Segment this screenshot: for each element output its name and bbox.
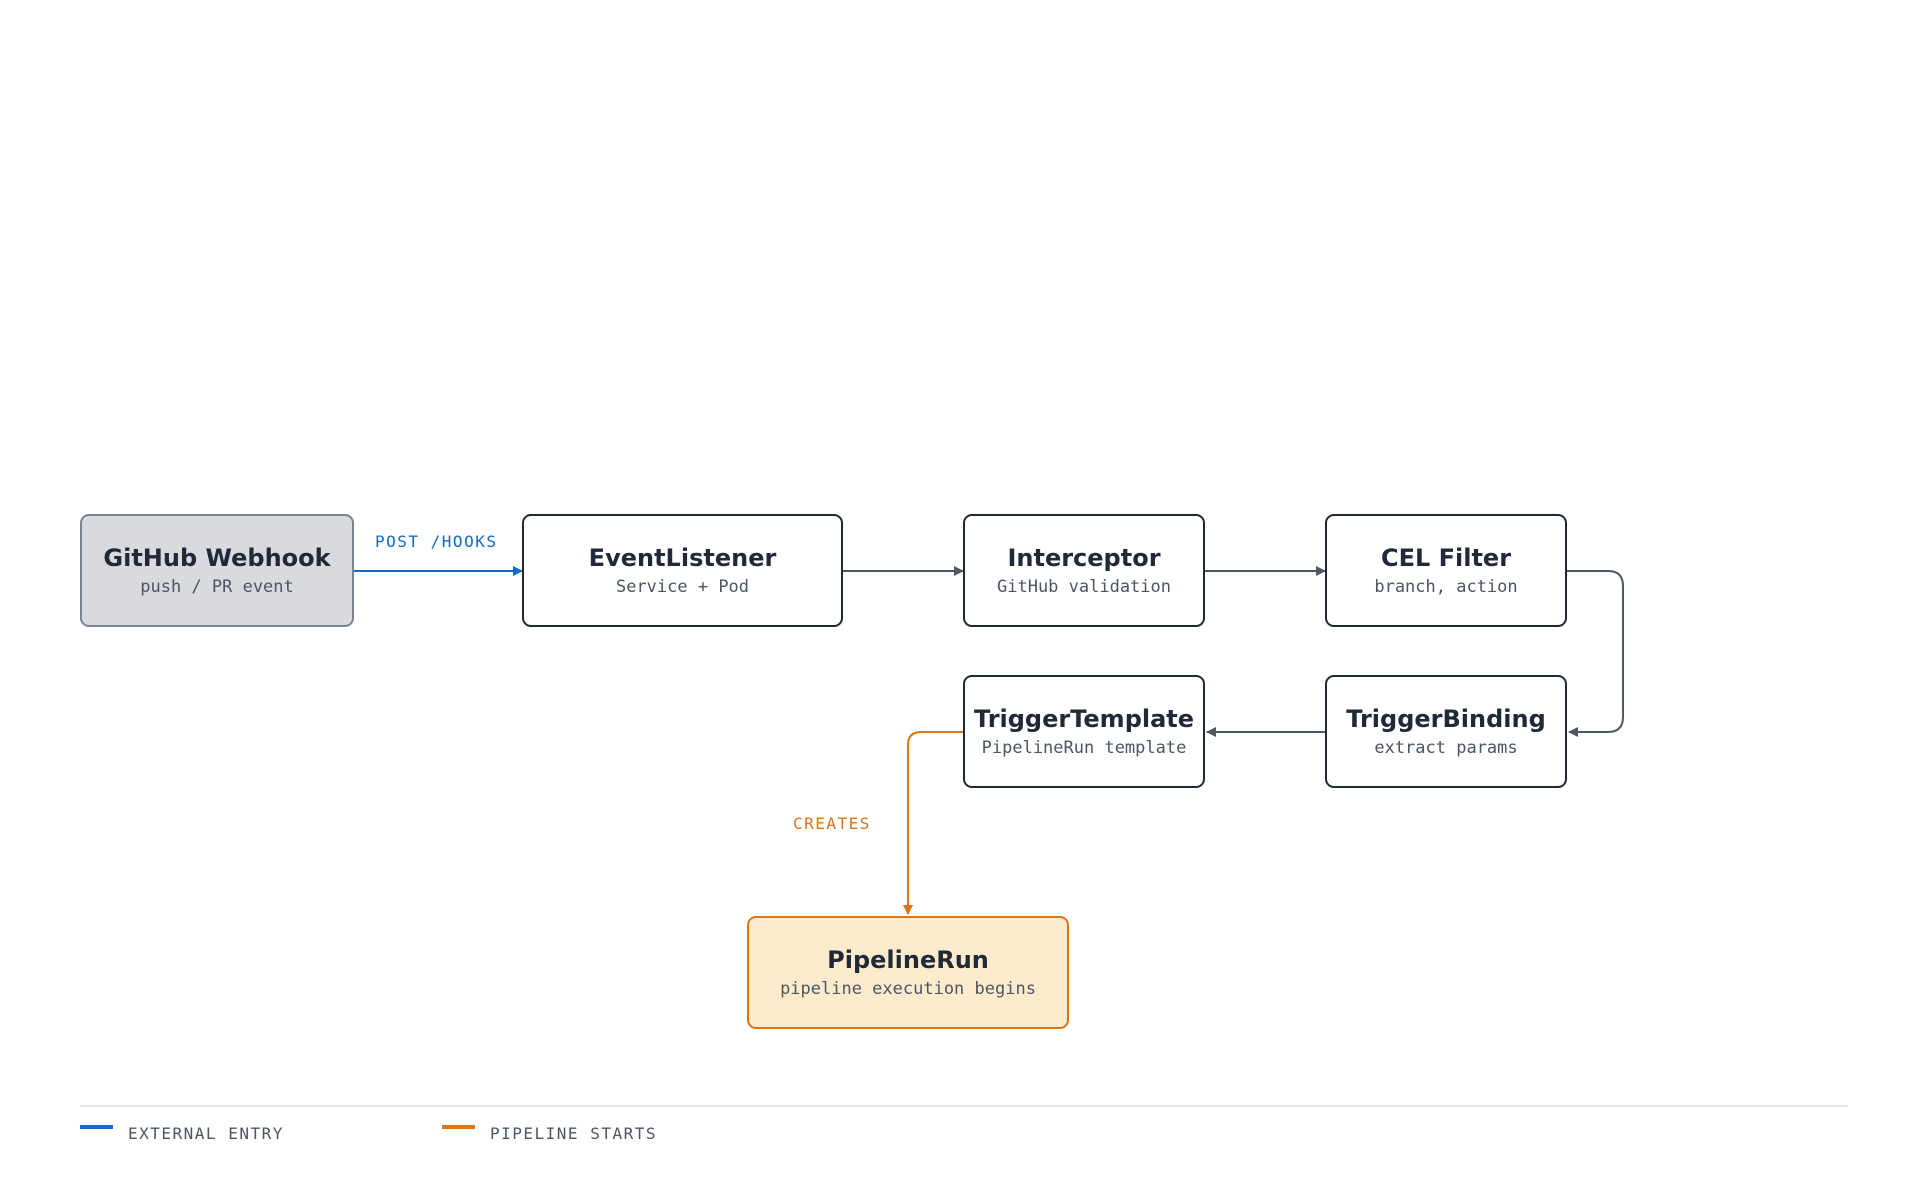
node-eventlistener[interactable]: EventListener Service + Pod (522, 514, 843, 627)
legend-divider (80, 1105, 1848, 1107)
node-cel-filter[interactable]: CEL Filter branch, action (1325, 514, 1567, 627)
node-subtitle: GitHub validation (997, 576, 1171, 597)
node-title: GitHub Webhook (103, 543, 331, 572)
node-interceptor[interactable]: Interceptor GitHub validation (963, 514, 1205, 627)
edge-label-creates: CREATES (793, 814, 871, 833)
legend-label-pipeline-starts: PIPELINE STARTS (490, 1124, 657, 1143)
edge-label-post-hooks: POST /HOOKS (375, 532, 498, 551)
node-title: PipelineRun (827, 945, 989, 974)
node-github-webhook[interactable]: GitHub Webhook push / PR event (80, 514, 354, 627)
node-triggertemplate[interactable]: TriggerTemplate PipelineRun template (963, 675, 1205, 788)
node-subtitle: extract params (1374, 737, 1518, 758)
node-pipelinerun[interactable]: PipelineRun pipeline execution begins (747, 916, 1069, 1029)
node-subtitle: Service + Pod (615, 576, 750, 597)
legend-swatch-pipeline (442, 1125, 475, 1129)
node-subtitle: PipelineRun template (981, 737, 1187, 758)
node-subtitle: push / PR event (140, 576, 294, 597)
legend-swatch-external (80, 1125, 113, 1129)
node-subtitle: branch, action (1374, 576, 1518, 597)
node-title: Interceptor (1007, 543, 1161, 572)
edge-triggertemplate-to-pipelinerun (903, 731, 963, 915)
node-title: EventListener (588, 543, 777, 572)
node-title: CEL Filter (1380, 543, 1512, 572)
node-subtitle: pipeline execution begins (780, 978, 1036, 999)
node-title: TriggerBinding (1346, 704, 1546, 733)
node-title: TriggerTemplate (973, 704, 1195, 733)
edge-celfilter-to-triggerbinding (1567, 570, 1624, 737)
node-triggerbinding[interactable]: TriggerBinding extract params (1325, 675, 1567, 788)
legend-label-external-entry: EXTERNAL ENTRY (128, 1124, 284, 1143)
